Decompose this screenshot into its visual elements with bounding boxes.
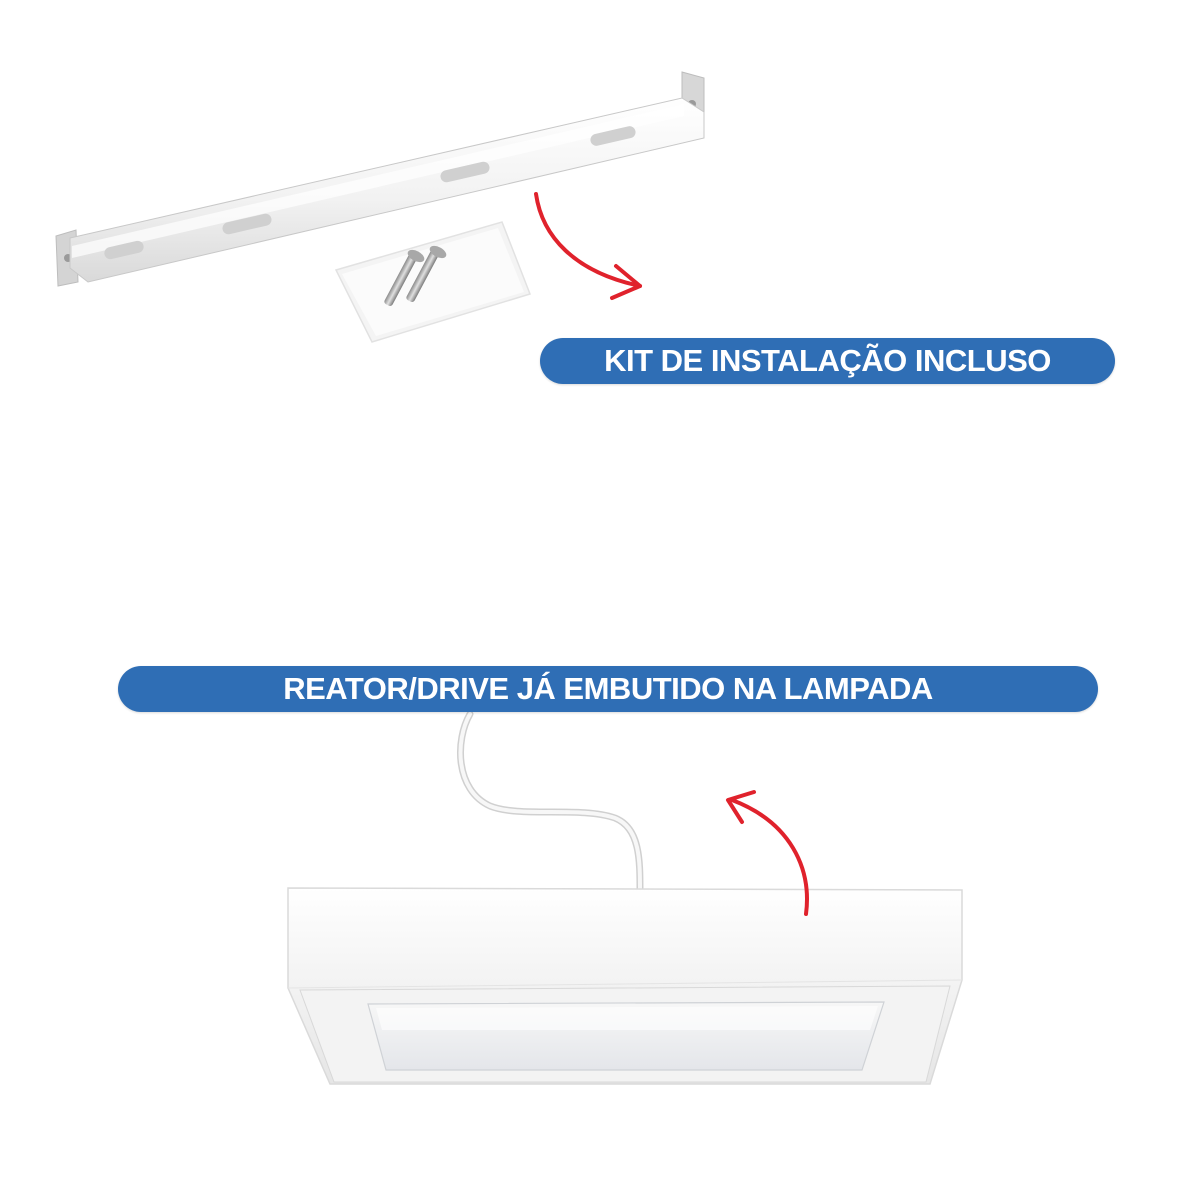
square-led-panel-icon: [287, 887, 963, 1085]
mounting-bracket-icon: [55, 71, 705, 287]
kit-included-label: KIT DE INSTALAÇÃO INCLUSO: [604, 343, 1051, 378]
driver-built-in-badge: REATOR/DRIVE JÁ EMBUTIDO NA LAMPADA: [118, 666, 1098, 712]
curved-arrow-icon: [534, 192, 642, 300]
screws-packet-icon: [334, 221, 531, 343]
power-cable: [457, 710, 644, 896]
curved-arrow-icon: [726, 790, 809, 916]
kit-included-badge: KIT DE INSTALAÇÃO INCLUSO: [540, 338, 1115, 384]
driver-built-in-label: REATOR/DRIVE JÁ EMBUTIDO NA LAMPADA: [283, 671, 933, 706]
